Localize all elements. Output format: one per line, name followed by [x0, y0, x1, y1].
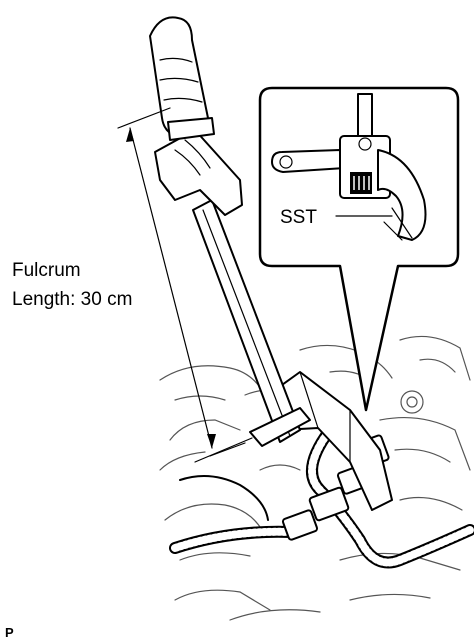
arrowhead-top — [126, 128, 134, 142]
wrench-grip — [149, 16, 215, 141]
inset-wrench-detail — [271, 93, 427, 241]
inset-nut — [350, 172, 372, 194]
handle-clip — [154, 129, 243, 216]
sst-label: SST — [280, 207, 317, 228]
wrench-handle — [192, 199, 311, 447]
fulcrum-dimension-line — [117, 107, 253, 463]
wire-harness-right — [306, 424, 474, 569]
figure-code: P — [5, 625, 14, 640]
engine-bay-background — [159, 335, 471, 621]
arrowhead-bottom — [207, 434, 216, 448]
fulcrum-length-label: Length: 30 cm — [12, 289, 132, 310]
fulcrum-label: Fulcrum — [12, 260, 81, 281]
wire-harness-left — [169, 525, 296, 554]
